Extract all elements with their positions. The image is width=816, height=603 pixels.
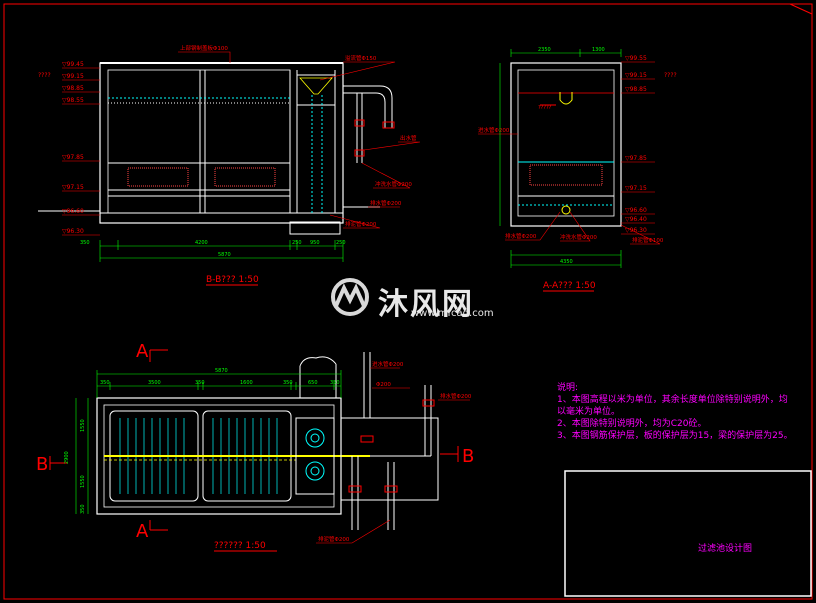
drawing-frame (3, 3, 813, 600)
plan-callout-sludge: 排泥管Φ200 (318, 535, 350, 543)
watermark-url: www.mfcad.com (411, 308, 494, 319)
section-bb: ▽99.45 ▽99.15 ▽98.85 ▽98.55 ▽97.85 ▽97.1… (38, 44, 421, 286)
plan-view: A A B B 350 3500 350 160 (36, 341, 474, 552)
bb-callout-outlet: 出水管 (400, 134, 417, 142)
aa-level-note: ???? (664, 72, 677, 79)
plan-callout-inlet: 进水管Φ200 (372, 360, 404, 368)
notes-heading: 说明: (557, 383, 579, 393)
aa-callout-wash: 冲洗水管Φ200 (560, 233, 597, 241)
bb-dim-5: 250 (336, 240, 346, 246)
notes-line-4: 3、本图钢筋保护层，板的保护层为15，梁的保护层为25。 (557, 431, 793, 441)
watermark-logo-icon (331, 278, 369, 316)
bb-callout-drain: 排水管Φ200 (370, 199, 402, 207)
aa-level-1: ▽99.55 (625, 55, 647, 62)
bb-dim-4: 950 (310, 240, 320, 246)
aa-callout-inlet: 进水管Φ200 (478, 126, 510, 134)
plan-section-mark-b-right: B (462, 446, 474, 467)
plan-sump-2 (305, 461, 325, 481)
bb-section-label: B-B??? 1:50 (206, 275, 259, 285)
bb-gravel-layer (127, 167, 276, 187)
plan-dim-top-2: 3500 (148, 380, 161, 386)
design-notes: 说明: 1、本图高程以米为单位，其余长度单位除特别说明外，均 以毫米为单位。 2… (557, 382, 807, 442)
plan-section-mark-a-bottom: A (136, 521, 149, 542)
aa-tank-outline (510, 62, 622, 227)
aa-dim-3: 4350 (560, 259, 573, 265)
aa-level-8: ▽96.30 (625, 227, 647, 234)
bb-callouts: 上部钢制盖板Φ100 溢流管Φ150 出水管 冲洗水管Φ200 排水管Φ200 … (180, 44, 417, 228)
plan-callout-drain: 排水管Φ200 (440, 392, 472, 400)
bb-overflow-pipe (343, 85, 393, 128)
aa-dim-1: 2350 (538, 47, 551, 53)
plan-callout-pipe: Φ200 (376, 382, 391, 388)
bb-tank-outline (99, 62, 344, 224)
plan-dim-left-2: 1550 (80, 419, 86, 432)
aa-level-4: ▽97.85 (625, 155, 647, 162)
aa-level-7: ▽96.40 (625, 216, 647, 223)
drawing-title: 过滤池设计图 (698, 544, 753, 554)
plan-dim-left-3: 1550 (80, 475, 86, 488)
section-aa: ????? ▽99.55 ▽99.15 ▽98.85 ▽97.85 ▽97.15… (478, 47, 677, 292)
plan-section-mark-b-left: B (36, 454, 48, 475)
bb-callout-sludge: 排泥管Φ200 (345, 220, 377, 228)
title-block (564, 470, 812, 597)
aa-callout-drain: 排水管Φ200 (505, 232, 537, 240)
plan-dim-left-1: 2900 (64, 451, 70, 464)
plan-dim-top-5: 350 (283, 380, 293, 386)
plan-dim-top-3: 350 (195, 380, 205, 386)
plan-dim-top-7: 350 (330, 380, 340, 386)
watermark-text: 沐风网 (378, 287, 474, 322)
notes-line-2: 以毫米为单位。 (557, 407, 621, 417)
aa-inner-note: ????? (538, 105, 552, 111)
frame-corner-line (789, 3, 813, 15)
bb-level-note: ???? (38, 72, 51, 79)
bb-callout-wash: 冲洗水管Φ200 (375, 180, 412, 188)
bb-dim-2: 4200 (195, 240, 208, 246)
bb-tank-inner (107, 69, 291, 214)
bb-level-2: ▽99.15 (62, 73, 84, 80)
plan-dim-top-1: 350 (100, 380, 110, 386)
aa-level-5: ▽97.15 (625, 185, 647, 192)
plan-dim-left-4: 350 (80, 504, 86, 514)
aa-level-2: ▽99.15 (625, 72, 647, 79)
bb-level-6: ▽97.15 (62, 184, 84, 191)
plan-sump-1 (305, 428, 325, 448)
bb-level-1: ▽99.45 (62, 61, 84, 68)
bb-dims (99, 240, 344, 262)
notes-line-3: 2、本图除特别说明外，均为C20砼。 (557, 419, 707, 429)
plan-dim-top-8: 5870 (215, 368, 228, 374)
aa-section-label: A-A??? 1:50 (543, 281, 596, 291)
aa-dim-2: 1300 (592, 47, 605, 53)
plan-dim-top-4: 1600 (240, 380, 253, 386)
notes-line-1: 1、本图高程以米为单位，其余长度单位除特别说明外，均 (557, 395, 788, 405)
bb-callout-cover: 上部钢制盖板Φ100 (180, 44, 228, 52)
aa-callout-sludge: 排泥管Φ100 (632, 236, 664, 244)
plan-section-mark-a-top: A (136, 341, 149, 362)
bb-level-3: ▽98.85 (62, 85, 84, 92)
bb-dim-6: 5870 (218, 252, 231, 258)
bb-dim-1: 350 (80, 240, 90, 246)
bb-dim-3: 250 (292, 240, 302, 246)
bb-level-4: ▽98.55 (62, 97, 84, 104)
aa-level-6: ▽96.60 (625, 207, 647, 214)
bb-callout-overflow: 溢流管Φ150 (345, 54, 377, 62)
bb-level-8: ▽96.30 (62, 228, 84, 235)
plan-label: ?????? 1:50 (214, 541, 266, 551)
bb-level-7: ▽96.60 (62, 208, 84, 215)
plan-dim-top-6: 650 (308, 380, 318, 386)
bb-levels: ▽99.45 ▽99.15 ▽98.85 ▽98.55 ▽97.85 ▽97.1… (38, 61, 84, 235)
bb-level-5: ▽97.85 (62, 154, 84, 161)
aa-level-3: ▽98.85 (625, 86, 647, 93)
